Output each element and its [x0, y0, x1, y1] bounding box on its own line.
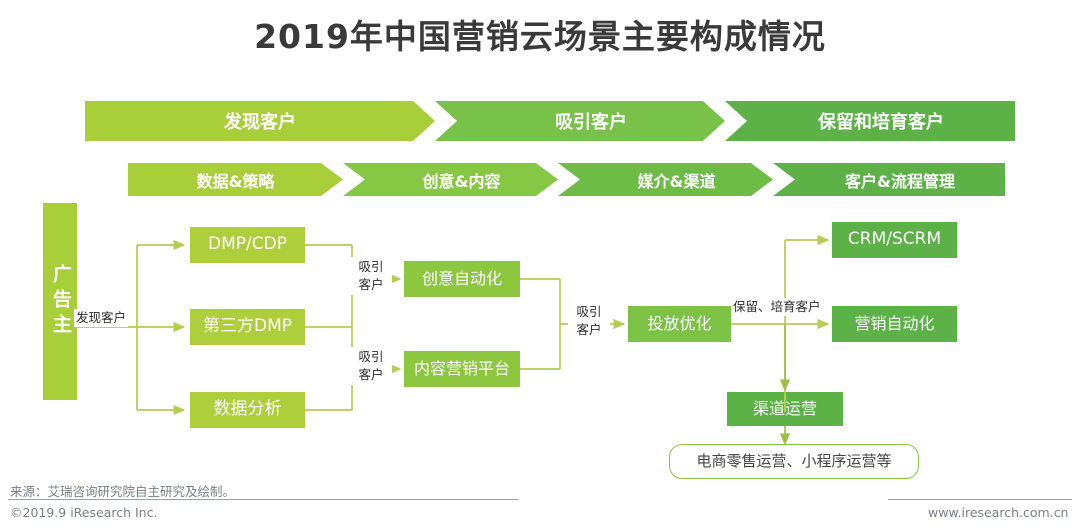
footer-website: www.iresearch.com.cn [928, 505, 1069, 520]
node-data-analysis-label: 数据分析 [213, 399, 282, 420]
node-advertiser-label: 广告主 [49, 264, 72, 339]
stage-segment-discover: 发现客户 [85, 101, 435, 141]
node-third-party-dmp[interactable]: 第三方DMP [190, 309, 305, 345]
capability-segment-media-label: 媒介&渠道 [637, 171, 716, 191]
node-channel-detail[interactable]: 电商零售运营、小程序运营等 [669, 444, 919, 479]
edge-label-retain-text: 保留、培育客户 [733, 299, 821, 314]
footer-source: 来源：艾瑞咨询研究院自主研究及绘制。 [10, 484, 236, 499]
node-channel-detail-label: 电商零售运营、小程序运营等 [696, 451, 892, 470]
footer-divider-left [8, 499, 518, 500]
capability-segment-customer-label: 客户&流程管理 [845, 171, 955, 191]
node-dmp-cdp[interactable]: DMP/CDP [190, 227, 305, 263]
stage-segment-retain: 保留和培育客户 [725, 101, 1015, 141]
node-marketing-automation-label: 营销自动化 [854, 313, 935, 333]
capability-segment-customer: 客户&流程管理 [773, 163, 1005, 196]
edge-label-attract-2: 吸引 客户 [350, 347, 392, 386]
node-delivery-optimization-label: 投放优化 [647, 313, 712, 333]
node-content-marketing-platform[interactable]: 内容营销平台 [404, 351, 520, 387]
node-third-party-dmp-label: 第三方DMP [202, 316, 292, 337]
stage-segment-retain-label: 保留和培育客户 [818, 112, 944, 133]
capability-segment-creative: 创意&内容 [343, 163, 558, 196]
edge-label-attract-1: 吸引 客户 [350, 257, 392, 296]
capability-segment-creative-label: 创意&内容 [422, 171, 501, 191]
stage-segment-discover-label: 发现客户 [224, 112, 296, 133]
node-creative-automation-label: 创意自动化 [421, 268, 502, 288]
node-data-analysis[interactable]: 数据分析 [190, 392, 305, 428]
edge-label-attract-1-line1: 吸引 [358, 259, 384, 274]
edge-label-attract-1-line2: 客户 [358, 277, 384, 293]
edge-label-discover-text: 发现客户 [76, 310, 127, 325]
node-delivery-optimization[interactable]: 投放优化 [628, 306, 731, 342]
edge-label-attract-3: 吸引 客户 [568, 302, 610, 341]
edge-label-attract-2-line2: 客户 [358, 367, 384, 383]
node-marketing-automation[interactable]: 营销自动化 [832, 306, 957, 342]
stage-segment-attract: 吸引客户 [435, 101, 725, 141]
node-creative-automation[interactable]: 创意自动化 [404, 261, 520, 297]
node-advertiser[interactable]: 广告主 [43, 203, 77, 400]
page-title: 2019年中国营销云场景主要构成情况 [254, 17, 826, 56]
capability-segment-data-label: 数据&策略 [196, 171, 275, 191]
node-content-marketing-platform-label: 内容营销平台 [413, 358, 510, 378]
stage-segment-attract-label: 吸引客户 [555, 112, 627, 133]
edge-label-attract-3-line1: 吸引 [576, 304, 602, 319]
footer-copyright: ©2019.9 iResearch Inc. [10, 505, 158, 520]
node-crm-scrm-label: CRM/SCRM [847, 229, 942, 250]
edge-label-discover: 发现客户 [74, 309, 129, 328]
capability-segment-media: 媒介&渠道 [558, 163, 773, 196]
edge-label-retain: 保留、培育客户 [731, 298, 823, 317]
node-crm-scrm[interactable]: CRM/SCRM [832, 222, 957, 258]
edge-label-attract-2-line1: 吸引 [358, 349, 384, 364]
edge-label-attract-3-line2: 客户 [576, 322, 602, 338]
capability-segment-data: 数据&策略 [128, 163, 343, 196]
footer-divider-right [888, 499, 1072, 500]
node-dmp-cdp-label: DMP/CDP [208, 234, 287, 255]
